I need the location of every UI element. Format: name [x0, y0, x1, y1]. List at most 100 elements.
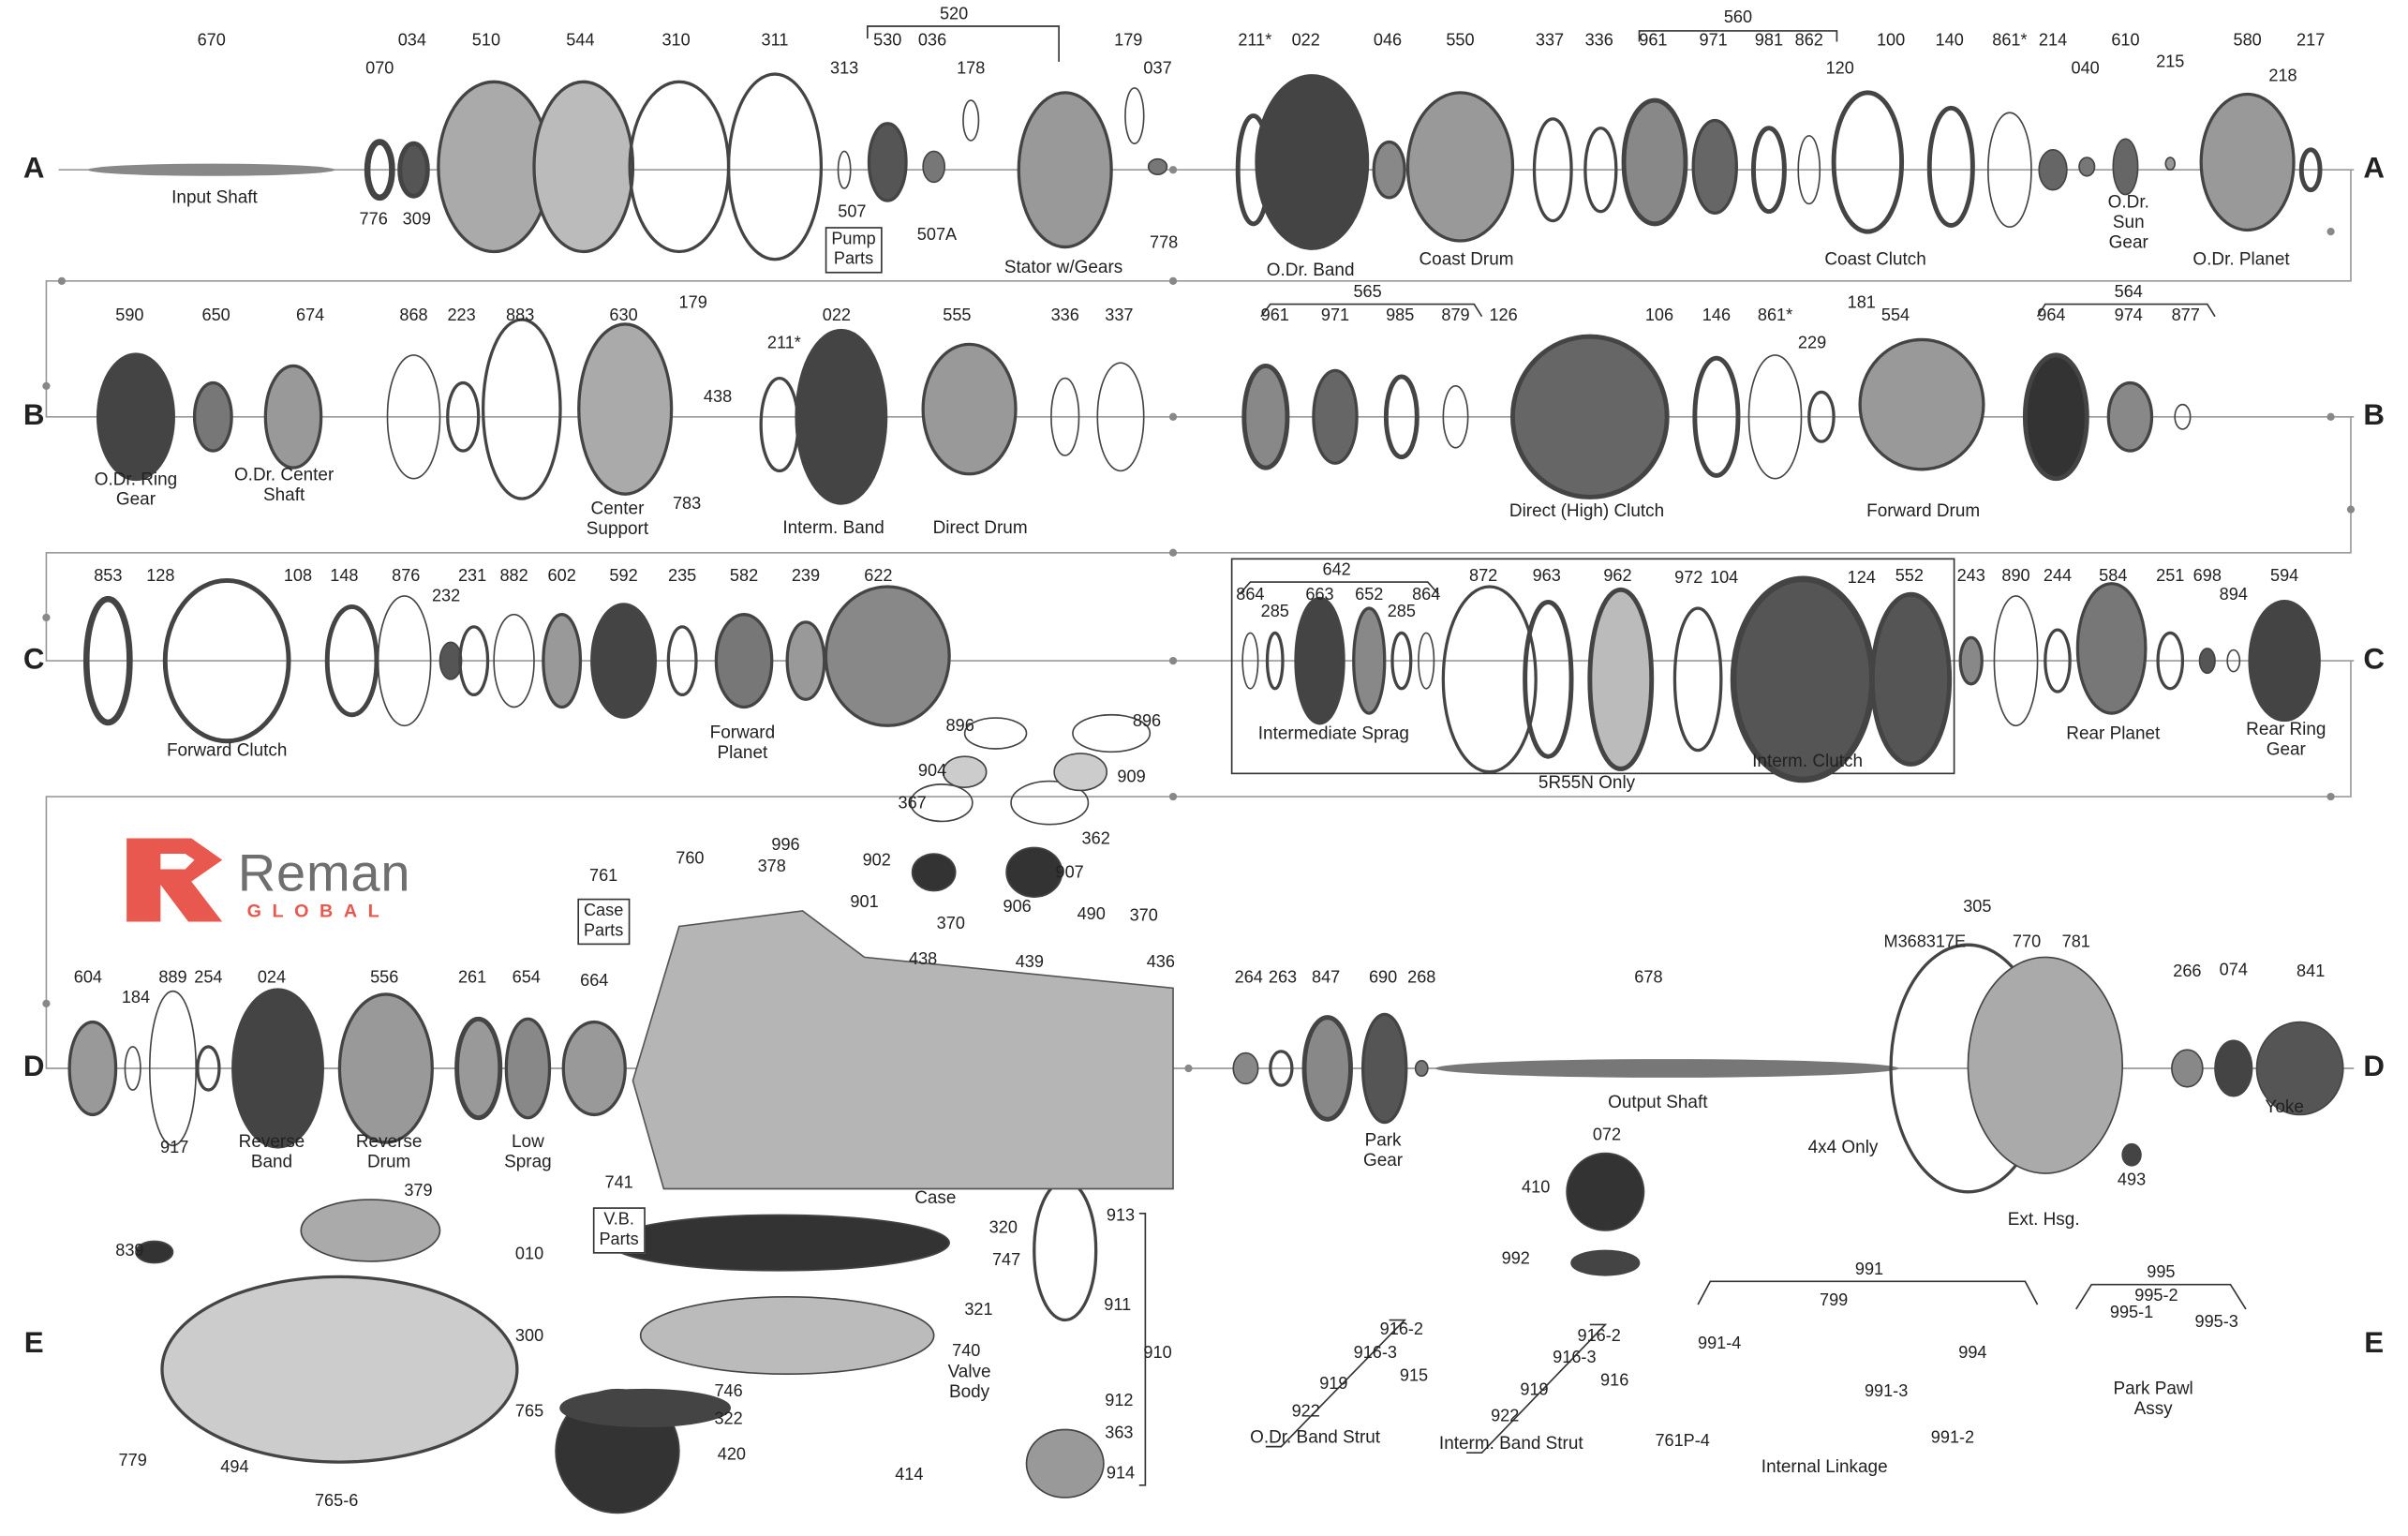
part-shape: [963, 717, 1028, 750]
part-number-callout: 309: [402, 210, 431, 230]
part-number-callout: 507A: [916, 226, 958, 246]
part-shape: [1033, 1179, 1098, 1322]
part-shape: [922, 150, 946, 184]
part-shape: [1831, 90, 1905, 234]
part-shape: [337, 992, 434, 1144]
part-number-callout: 320: [988, 1218, 1018, 1238]
part-shape: [1255, 74, 1370, 250]
part-number-callout: 120: [1825, 59, 1854, 79]
part-number-callout: 108: [283, 567, 313, 587]
part-caption: O.Dr. Sun Gear: [2107, 193, 2149, 253]
part-number-callout: 037: [1143, 59, 1172, 79]
part-number-callout: 901: [850, 893, 879, 912]
part-number-callout: 974: [2114, 306, 2143, 325]
part-number-callout: 564: [2114, 283, 2143, 303]
part-shape: [1730, 575, 1876, 783]
part-number-callout: 582: [729, 567, 759, 587]
part-number-callout: 370: [1129, 906, 1158, 926]
part-number-callout: 776: [359, 210, 388, 230]
part-shape: [2248, 600, 2321, 723]
row-letter-b: B: [22, 399, 45, 433]
part-shape: [759, 376, 800, 473]
part-number-callout: 907: [1055, 863, 1084, 883]
part-shape: [1053, 753, 1108, 792]
part-number-callout: 610: [2111, 31, 2140, 51]
part-number-callout: 036: [917, 31, 947, 51]
part-number-callout: 877: [2171, 306, 2200, 325]
part-shape: [2022, 352, 2089, 482]
part-shape: [532, 80, 635, 254]
part-number-callout: 664: [580, 972, 609, 991]
part-shape: [2044, 628, 2072, 693]
part-number-callout: 916: [1600, 1371, 1629, 1391]
part-caption: Direct (High) Clutch: [1509, 502, 1665, 521]
part-number-callout: 211*: [766, 334, 801, 353]
boxed-parts-label: Case Parts: [577, 898, 630, 946]
part-number-callout: 556: [370, 968, 399, 988]
part-caption: O.Dr. Band Strut: [1250, 1428, 1381, 1448]
part-number-callout: 439: [1015, 953, 1044, 973]
part-shape: [561, 1020, 627, 1117]
boxed-parts-label: V.B. Parts: [592, 1207, 646, 1254]
part-shape: [1005, 846, 1063, 898]
part-number-callout: 922: [1491, 1407, 1520, 1426]
part-caption: Low Sprag: [504, 1133, 552, 1172]
part-shape: [911, 853, 957, 892]
part-caption: Coast Clutch: [1824, 250, 1926, 270]
part-shape: [1442, 385, 1469, 449]
flow-arrow-icon: [1168, 276, 1178, 285]
part-number-callout: M368317E: [1883, 932, 1967, 952]
flow-arrow-icon: [57, 276, 67, 285]
part-shape: [1987, 112, 2032, 228]
part-shape: [2106, 380, 2154, 453]
part-number-callout: 322: [714, 1409, 743, 1429]
part-shape: [1418, 632, 1435, 690]
part-number-callout: 761P-4: [1655, 1431, 1710, 1451]
flow-line: [45, 661, 2352, 1069]
part-shape: [1294, 596, 1345, 725]
part-shape: [1010, 780, 1090, 826]
part-shape: [2298, 147, 2323, 193]
part-number-callout: 922: [1291, 1402, 1320, 1422]
part-shape: [2214, 1039, 2253, 1097]
part-number-callout: 911: [1104, 1295, 1132, 1315]
part-number-callout: 010: [514, 1245, 544, 1264]
part-number-callout: 654: [512, 968, 541, 988]
part-shape: [196, 1045, 221, 1092]
part-shape: [1583, 127, 1618, 214]
part-shape: [364, 139, 395, 201]
part-number-callout: 670: [197, 31, 226, 51]
part-number-callout: 128: [146, 567, 175, 587]
reman-logo: Reman GLOBAL: [126, 838, 466, 925]
part-number-callout: 217: [2297, 31, 2326, 51]
row-letter-d: D: [22, 1051, 45, 1084]
part-shape: [135, 1240, 174, 1264]
part-number-callout: 544: [566, 31, 595, 51]
part-number-callout: 916-2: [1379, 1320, 1424, 1340]
part-number-callout: 310: [661, 31, 691, 51]
part-shape: [1096, 362, 1145, 472]
part-shape: [1441, 585, 1538, 774]
part-shape: [1383, 374, 1420, 460]
part-caption: Case: [914, 1189, 957, 1209]
part-shape: [962, 99, 980, 142]
part-shape: [1807, 390, 1836, 443]
part-number-callout: 872: [1469, 567, 1498, 587]
part-caption: Internal Linkage: [1761, 1457, 1888, 1477]
part-number-callout: 602: [547, 567, 576, 587]
part-number-callout: 991-4: [1698, 1335, 1742, 1353]
part-number-callout: 507: [838, 202, 867, 222]
part-shape: [454, 1016, 503, 1121]
flow-arrow-icon: [2326, 412, 2335, 421]
flow-arrow-icon: [1168, 548, 1178, 557]
case-shape: [632, 910, 1174, 1190]
part-number-callout: 321: [964, 1300, 993, 1320]
flow-arrow-icon: [42, 999, 51, 1007]
row-letter-e: E: [23, 1327, 44, 1361]
part-shape: [2121, 1142, 2142, 1167]
part-number-callout: 765-6: [314, 1492, 359, 1511]
part-number-callout: 126: [1489, 306, 1518, 325]
bracket-line: [1239, 581, 1439, 595]
part-number-callout: 565: [1353, 283, 1382, 303]
part-number-callout: 961: [1639, 31, 1668, 51]
